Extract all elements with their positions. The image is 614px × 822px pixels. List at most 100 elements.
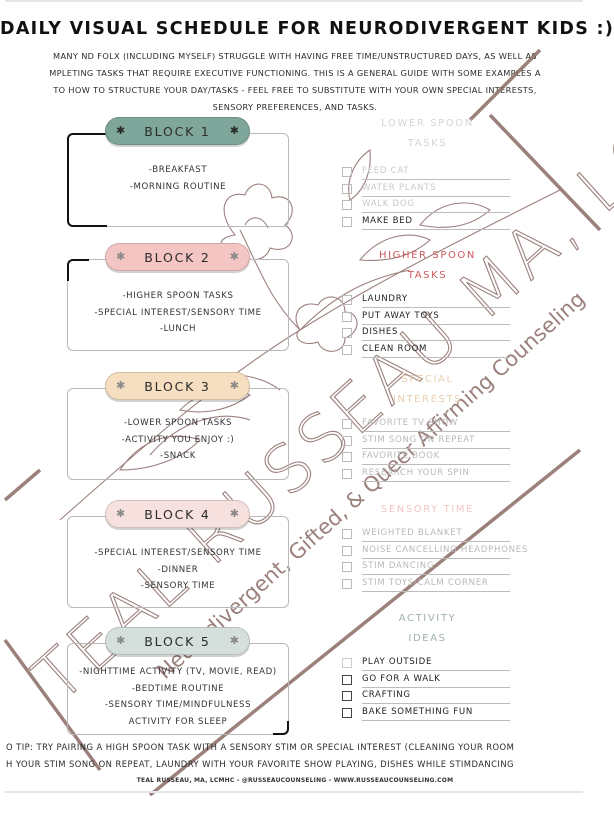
checklist-item[interactable]: DISHES [340, 325, 515, 342]
block-item: -ACTIVITY YOU ENJOY :) [121, 434, 235, 445]
schedule-block-3: -LOWER SPOON TASKS -ACTIVITY YOU ENJOY :… [67, 372, 289, 484]
checkbox[interactable] [342, 578, 352, 589]
block-item: -SNACK [160, 451, 196, 461]
block-item: -BEDTIME ROUTINE [131, 683, 225, 694]
item-label: CLEAN ROOM [362, 343, 428, 354]
block-5-pill: ✱ BLOCK 5 ✱ [105, 627, 250, 655]
section-heading: SENSORY TIME [340, 500, 515, 520]
block-box: -SPECIAL INTEREST/SENSORY TIME -DINNER -… [67, 516, 289, 608]
heading-line: SENSORY TIME [380, 504, 475, 515]
checkbox[interactable] [342, 183, 352, 194]
checklist-item[interactable]: CLEAN ROOM [340, 342, 515, 359]
item-label: PUT AWAY TOYS [362, 310, 440, 321]
underline [362, 195, 510, 197]
block-label: BLOCK 4 [144, 506, 211, 522]
item-label: STIM TOYS/CALM CORNER [362, 577, 489, 588]
checkbox[interactable] [342, 295, 352, 305]
checkbox[interactable] [342, 216, 352, 227]
checkbox[interactable] [342, 419, 352, 429]
item-label: NOISE CANCELLING HEADPHONES [362, 544, 529, 555]
checklist-item[interactable]: RESEARCH YOUR SPIN [340, 466, 515, 483]
checkbox[interactable] [342, 435, 352, 446]
schedule-block-2: -HIGHER SPOON TASKS -SPECIAL INTEREST/SE… [67, 243, 289, 355]
block-4-pill: ✱ BLOCK 4 ✱ [105, 500, 250, 528]
checklist-item[interactable]: FAVORITE BOOK [340, 449, 515, 466]
checkbox[interactable] [342, 691, 352, 701]
item-label: GO FOR A WALK [362, 673, 441, 684]
checklist-item[interactable]: GO FOR A WALK [340, 672, 515, 689]
block-item: -NIGHTTIME ACTIVITY (TV, MOVIE, READ) [79, 667, 277, 677]
checkbox[interactable] [342, 167, 352, 177]
block-item: -BREAKFAST [148, 165, 208, 175]
heading-line: IDEAS [408, 633, 447, 644]
block-box: -NIGHTTIME ACTIVITY (TV, MOVIE, READ) -B… [67, 643, 289, 735]
underline [362, 703, 510, 704]
checkbox[interactable] [342, 200, 352, 210]
block-item: -SPECIAL INTEREST/SENSORY TIME [94, 548, 262, 558]
checkbox[interactable] [342, 468, 352, 479]
checkbox[interactable] [342, 529, 352, 539]
checkbox[interactable] [342, 562, 352, 572]
schedule-block-4: -SPECIAL INTEREST/SENSORY TIME -DINNER -… [67, 500, 289, 612]
asterisk-icon: ✱ [229, 634, 239, 647]
checklist-item[interactable]: FEED CAT [340, 164, 515, 181]
item-label: DISHES [362, 327, 399, 337]
checkbox[interactable] [342, 344, 352, 355]
section-higher-spoon-tasks: HIGHER SPOON TASKS LAUNDRY PUT AWAY TOYS… [340, 246, 515, 358]
underline [362, 340, 510, 341]
checklist-item[interactable]: WATER PLANTS [340, 181, 515, 198]
block-item: -SENSORY TIME/MINDFULNESS [104, 700, 252, 710]
section-sensory-time: SENSORY TIME WEIGHTED BLANKET NOISE CANC… [340, 500, 527, 593]
underline [362, 590, 510, 592]
block-label: BLOCK 1 [144, 123, 211, 139]
asterisk-icon: ✱ [116, 124, 126, 137]
top-divider [5, 0, 583, 2]
tip-line: O TIP: TRY PAIRING A HIGH SPOON TASK WIT… [6, 742, 515, 752]
block-label: BLOCK 5 [144, 633, 211, 649]
checklist-item[interactable]: LAUNDRY [340, 292, 515, 309]
checkbox[interactable] [342, 658, 352, 668]
block-item: -MORNING ROUTINE [129, 181, 227, 192]
section-heading: LOWER SPOON TASKS [340, 114, 515, 154]
item-label: CRAFTING [362, 690, 411, 700]
underline [362, 212, 510, 213]
block-item: -LOWER SPOON TASKS [123, 418, 233, 428]
checklist-item[interactable]: BAKE SOMETHING FUN [340, 705, 515, 722]
underline [362, 670, 510, 671]
schedule-block-5: -NIGHTTIME ACTIVITY (TV, MOVIE, READ) -B… [67, 627, 289, 739]
block-item: -DINNER [157, 564, 199, 575]
checklist-item[interactable]: PLAY OUTSIDE [340, 655, 515, 672]
checklist-item[interactable]: STIM SONG ON REPEAT [340, 433, 515, 450]
checklist-item[interactable]: WEIGHTED BLANKET [340, 526, 515, 543]
checklist-item[interactable]: STIM DANCING [340, 559, 515, 576]
underline [362, 719, 510, 721]
checklist-item[interactable]: MAKE BED [340, 214, 515, 231]
checkbox[interactable] [342, 328, 352, 338]
heading-line: SPECIAL [401, 374, 454, 385]
underline [362, 431, 510, 432]
checkbox[interactable] [342, 452, 352, 462]
block-box: -LOWER SPOON TASKS -ACTIVITY YOU ENJOY :… [67, 388, 289, 480]
checklist-item[interactable]: STIM TOYS/CALM CORNER [340, 576, 515, 593]
checklist-item[interactable]: NOISE CANCELLING HEADPHONES [340, 543, 527, 560]
block-item: ACTIVITY FOR SLEEP [128, 716, 228, 727]
checkbox[interactable] [342, 707, 352, 718]
section-heading: SPECIAL INTERESTS [340, 370, 515, 410]
checklist-item[interactable]: PUT AWAY TOYS [340, 309, 515, 326]
underline [362, 228, 510, 230]
section-activity-ideas: ACTIVITY IDEAS PLAY OUTSIDE GO FOR A WAL… [340, 609, 515, 721]
checkbox[interactable] [342, 545, 352, 556]
underline [362, 686, 510, 688]
item-label: LAUNDRY [362, 294, 408, 304]
block-label: BLOCK 2 [144, 249, 211, 265]
item-label: WEIGHTED BLANKET [362, 528, 463, 538]
checkbox[interactable] [342, 311, 352, 322]
item-label: WALK DOG [362, 199, 415, 209]
checklist-item[interactable]: CRAFTING [340, 688, 515, 705]
checklist-item[interactable]: FAVORITE TV SHOW [340, 416, 515, 433]
item-label: MAKE BED [362, 215, 413, 226]
checklist-item[interactable]: WALK DOG [340, 197, 515, 214]
heading-line: HIGHER SPOON [379, 250, 476, 261]
checkbox[interactable] [342, 674, 352, 685]
block-1-pill: ✱ BLOCK 1 ✱ [105, 117, 250, 145]
